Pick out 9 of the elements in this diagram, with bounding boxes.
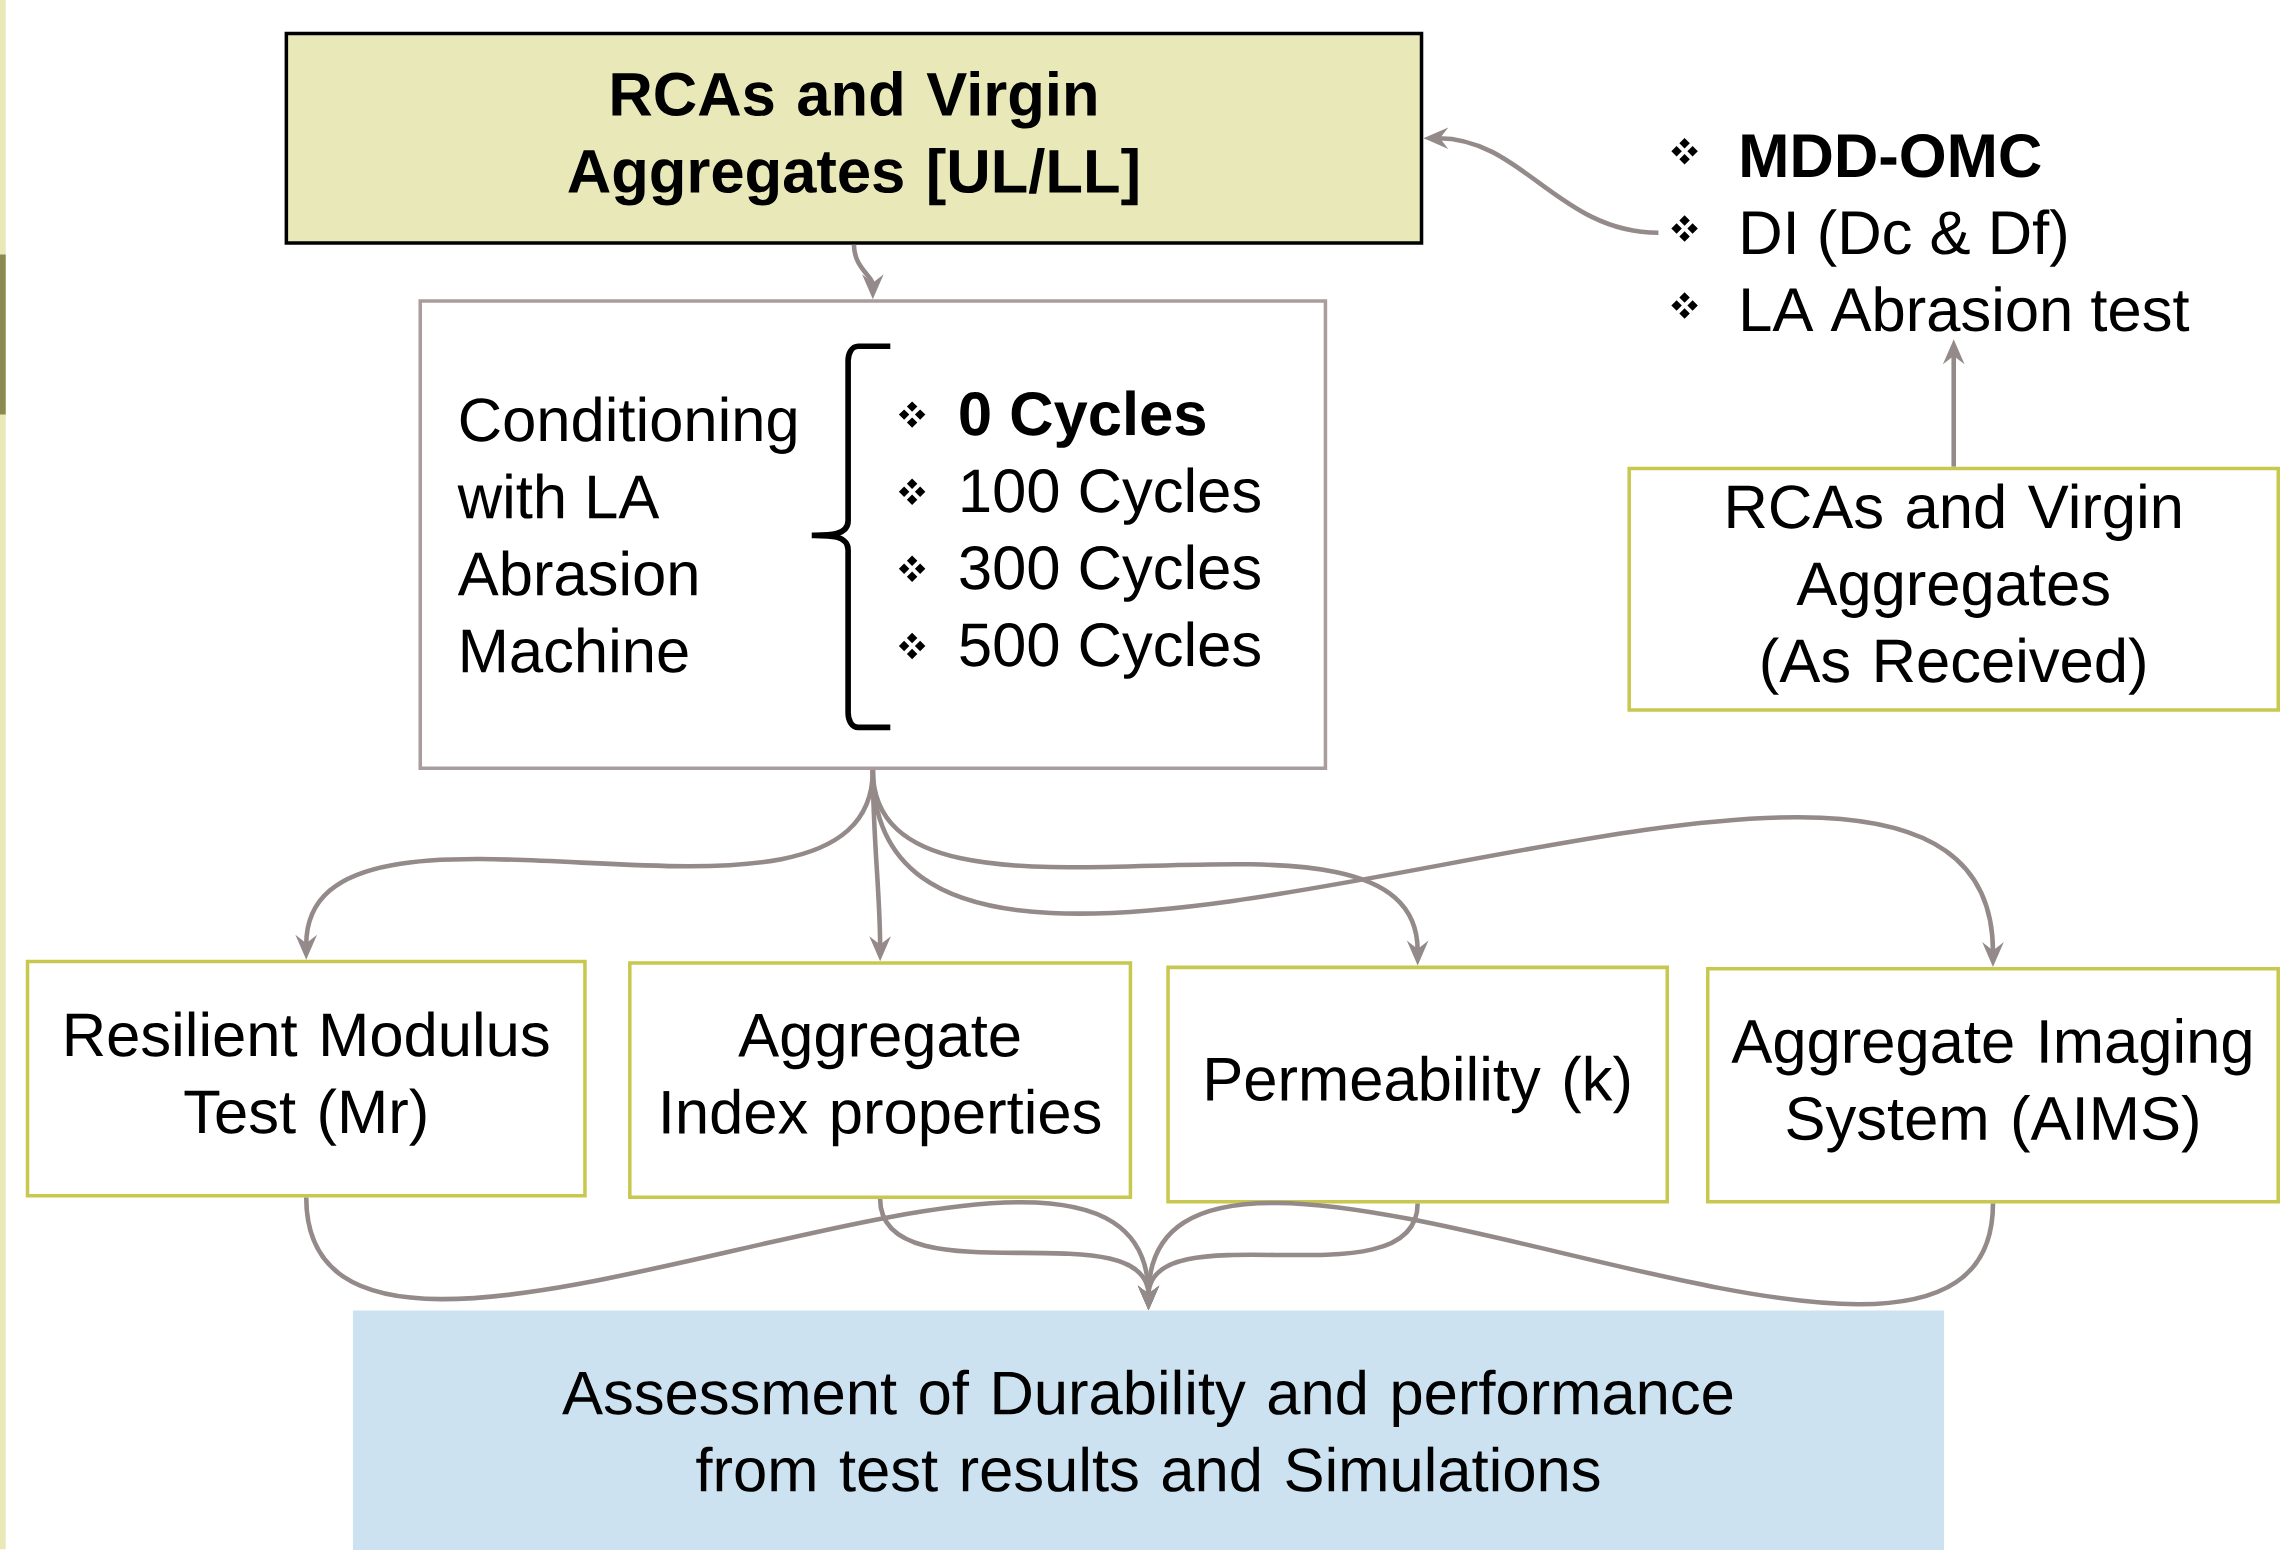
process-box: RCAs and Virgin Aggregates [UL/LL] — [284, 31, 1424, 245]
process-box: Conditioning with LA Abrasion Machine 0 Cycles 100 Cycles 300 Cycles 500 Cycles — [418, 299, 1328, 770]
process-box: Assessment of Durability and performance from test results and Simulations — [352, 1310, 1945, 1550]
process-box: Resilient Modulus Test (Mr) — [25, 959, 587, 1198]
process-box: Aggregate Imaging System (AIMS) — [1706, 967, 2280, 1204]
process-box: RCAs and Virgin Aggregates (As Received) — [1627, 466, 2280, 712]
bullet-list: MDD-OMC DI (Dc & Df) LA Abrasion test — [1742, 134, 2190, 332]
process-box: Permeability (k) — [1166, 965, 1669, 1204]
process-box: Aggregate Index properties — [628, 961, 1133, 1200]
